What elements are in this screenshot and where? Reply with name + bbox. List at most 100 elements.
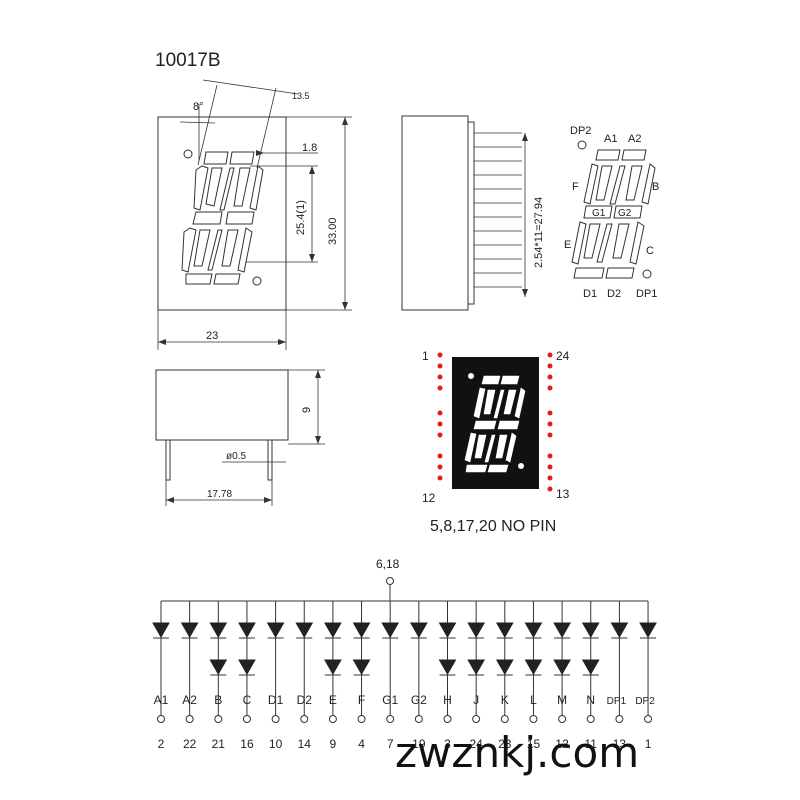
dim-depth-9: 9 <box>301 407 313 413</box>
pin-number-label: 24 <box>469 737 483 751</box>
pin-terminal <box>500 715 509 723</box>
pin-terminal <box>300 715 309 723</box>
schematic-channel-g1: G17 <box>381 601 400 751</box>
pin-label-1: 1 <box>422 349 429 363</box>
diode-icon <box>524 659 543 676</box>
diode-icon <box>610 622 629 639</box>
diode-icon <box>467 622 486 639</box>
schematic-channel-j: J 24 <box>467 601 486 751</box>
pin-number-label: 15 <box>527 737 541 751</box>
side-view: 2.54*11=27.94 <box>401 115 545 311</box>
dim-row-spacing: 17.78 <box>207 489 232 500</box>
dim-pin-pitch: 2.54*11=27.94 <box>533 197 545 268</box>
dim-height-33: 33.00 <box>327 217 339 245</box>
label-g1: G1 <box>592 208 606 219</box>
schematic-channel-g2: G2 19 <box>409 601 428 751</box>
segment-name-label: E <box>329 693 337 707</box>
pin-terminal <box>271 715 280 723</box>
diode-icon <box>238 622 256 639</box>
diode-icon <box>324 622 342 639</box>
diode-icon <box>409 622 428 639</box>
schematic: 6,18 A12A222B21C16D110D214E9F4G17G219H3J… <box>152 557 657 751</box>
dim-width-23: 23 <box>206 330 218 342</box>
schematic-channel-a1: A1 2 <box>152 601 170 751</box>
pin-number-label: 9 <box>330 737 337 751</box>
pin-view: 1 24 12 13 5,8,17,20 NO PIN <box>422 349 570 535</box>
pin-number-label: 11 <box>585 737 598 751</box>
pin-number-label: 16 <box>240 737 254 751</box>
label-d1: D1 <box>583 288 597 300</box>
pin-terminal <box>414 715 423 723</box>
pin-label-13: 13 <box>556 487 570 501</box>
part-number-title: 10017B <box>155 50 221 71</box>
diode-icon <box>352 622 371 639</box>
pin-number-label: 4 <box>358 737 365 751</box>
schematic-channel-l: L15 <box>524 601 543 751</box>
segment-legend: DP2 A1 A2 F B G1 G2 E C D1 D2 DP1 <box>564 125 659 300</box>
segment-name-label: F <box>358 693 365 707</box>
segment-name-label: DP1 <box>607 696 627 707</box>
no-pin-note: 5,8,17,20 NO PIN <box>430 518 556 535</box>
diode-icon <box>295 622 314 639</box>
diode-icon <box>381 622 400 639</box>
diode-icon <box>238 659 256 676</box>
dim-digit-height: 25.4(1) <box>295 200 307 235</box>
segment-name-label: M <box>557 693 567 707</box>
common-pin-label: 6,18 <box>376 557 400 571</box>
diode-icon <box>209 659 228 676</box>
segment-name-label: K <box>501 693 509 707</box>
segment-name-label: H <box>443 693 452 707</box>
segment-name-label: C <box>243 693 252 707</box>
pin-terminal <box>386 715 395 723</box>
pin-number-label: 19 <box>412 737 426 751</box>
diode-icon <box>467 659 486 676</box>
diode-icon <box>495 622 514 639</box>
watermark-text: zwznkj.com <box>395 728 640 777</box>
pin-number-label: 7 <box>387 737 394 751</box>
label-d2: D2 <box>607 288 621 300</box>
schematic-channel-f: F4 <box>352 601 371 751</box>
diode-icon <box>495 659 514 676</box>
pin-number-label: 23 <box>498 737 512 751</box>
label-c: C <box>646 245 654 257</box>
dim-pin-diameter: ø0.5 <box>226 451 246 462</box>
segment-name-label: A1 <box>154 693 169 707</box>
pin-terminal <box>558 715 567 723</box>
schematic-channel-n: N11 <box>581 601 600 751</box>
schematic-channel-m: M12 <box>553 601 571 751</box>
dim-1-8: 1.8 <box>302 142 317 154</box>
diode-icon <box>524 622 543 639</box>
diode-icon <box>553 659 571 676</box>
pin-terminal <box>214 715 223 723</box>
pin-terminal <box>242 715 251 723</box>
pin-terminal <box>586 715 595 723</box>
schematic-channel-dp1: DP1 13 <box>607 601 629 751</box>
segment-name-label: A2 <box>182 693 197 707</box>
pin-terminal <box>328 715 337 723</box>
diode-icon <box>324 659 342 676</box>
label-g2: G2 <box>618 208 632 219</box>
diode-icon <box>352 659 371 676</box>
diode-icon <box>266 622 285 639</box>
pin-number-label: 2 <box>158 737 165 751</box>
pin-number-label: 13 <box>613 737 627 751</box>
pin-number-label: 14 <box>298 737 312 751</box>
segment-name-label: G2 <box>411 693 427 707</box>
pin-terminal <box>157 715 165 723</box>
side-pins <box>474 132 522 288</box>
segment-name-label: B <box>214 693 222 707</box>
pin-number-label: 21 <box>212 737 226 751</box>
dim-angle-8: 8° <box>193 101 204 113</box>
schematic-channel-c: C 16 <box>238 601 256 751</box>
label-b: B <box>652 181 659 193</box>
diode-icon <box>581 622 600 639</box>
pin-terminal <box>615 715 624 723</box>
diode-icon <box>438 659 457 676</box>
segment-name-label: DP2 <box>635 696 655 707</box>
pin-number-label: 22 <box>183 737 197 751</box>
segment-name-label: J <box>473 693 479 707</box>
